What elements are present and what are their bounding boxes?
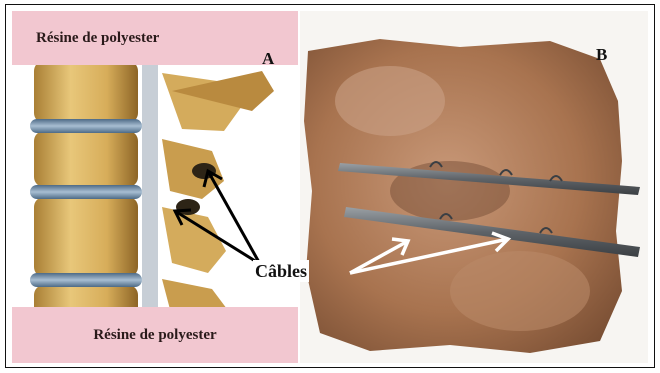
panel-letter-b: B [596, 45, 607, 65]
resin-band-top: Résine de polyester [12, 11, 298, 65]
intervertebral-disc-1 [30, 119, 142, 133]
tissue-highlight-2 [450, 251, 590, 331]
panel-letter-a: A [262, 49, 274, 69]
spinal-cord [142, 55, 158, 325]
cables-label: Câbles [253, 260, 309, 282]
resin-label-top: Résine de polyester [36, 30, 159, 47]
intervertebral-disc-2 [30, 185, 142, 199]
intervertebral-disc-3 [30, 273, 142, 287]
panel-a-spine-illustration: Résine de polyester Résine de polyester [12, 11, 298, 363]
vertebra-body-3 [34, 197, 138, 277]
tissue-highlight-1 [335, 66, 445, 136]
figure-frame: Résine de polyester Résine de polyester [5, 4, 655, 368]
resin-label-bottom: Résine de polyester [93, 327, 216, 344]
vertebra-body-2 [34, 131, 138, 187]
resin-band-bottom: Résine de polyester [12, 307, 298, 363]
vertebra-body-1 [34, 61, 138, 123]
